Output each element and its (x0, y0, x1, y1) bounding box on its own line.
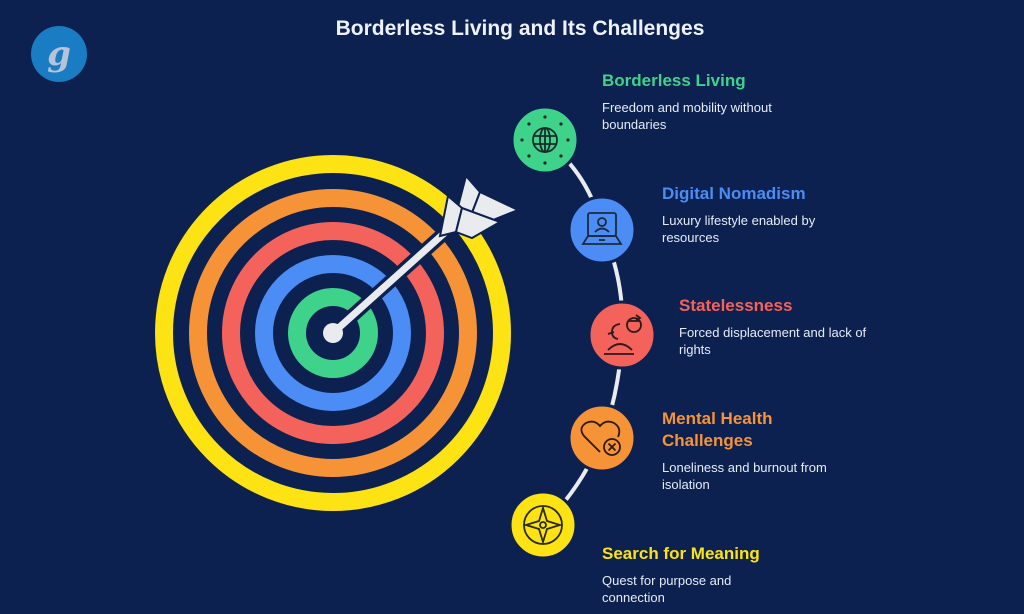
item-description: Luxury lifestyle enabled by resources (662, 213, 816, 245)
item-description: Freedom and mobility without boundaries (602, 100, 772, 132)
item-title: Digital Nomadism (662, 184, 806, 203)
broken-heart-icon (580, 420, 621, 456)
item-statelessness: Statelessness Forced displacement and la… (679, 295, 879, 358)
item-circle-mental-health[interactable] (567, 403, 637, 473)
item-title: Statelessness (679, 296, 793, 315)
laptop-user-icon (581, 212, 623, 245)
item-title: Borderless Living (602, 71, 746, 90)
item-description: Quest for purpose and connection (602, 573, 732, 605)
arrow-in-bullseye-icon (323, 173, 521, 343)
item-title: Search for Meaning (602, 544, 760, 563)
displaced-person-icon (604, 314, 642, 355)
item-mental-health: Mental Health Challenges Loneliness and … (662, 408, 852, 493)
globe-icon (532, 127, 558, 153)
item-borderless-living: Borderless Living Freedom and mobility w… (602, 70, 822, 133)
item-title: Mental Health Challenges (662, 409, 773, 450)
item-description: Forced displacement and lack of rights (679, 325, 867, 357)
item-description: Loneliness and burnout from isolation (662, 460, 827, 492)
item-circle-statelessness[interactable] (587, 300, 657, 370)
page-title: Borderless Living and Its Challenges (335, 17, 705, 40)
bullseye-target (155, 155, 511, 511)
compass-icon (522, 504, 564, 546)
item-circle-borderless-living[interactable] (510, 105, 580, 175)
item-search-for-meaning: Search for Meaning Quest for purpose and… (602, 543, 772, 606)
brand-logo-icon: g (47, 34, 71, 74)
item-circle-digital-nomadism[interactable] (567, 195, 637, 265)
item-digital-nomadism: Digital Nomadism Luxury lifestyle enable… (662, 183, 852, 246)
item-circle-search-for-meaning[interactable] (508, 490, 578, 560)
brand-logo[interactable]: g (31, 26, 87, 82)
